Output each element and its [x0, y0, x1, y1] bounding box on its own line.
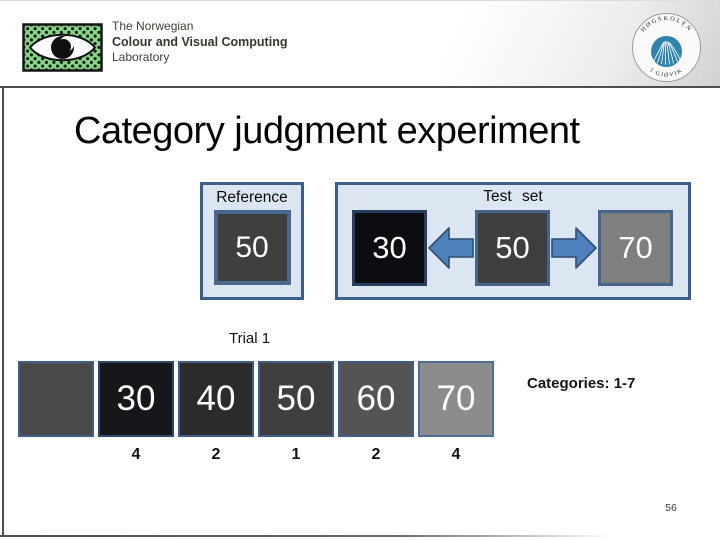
trial-patch-value: 60 — [356, 379, 396, 418]
test-set-panel: Test set 30 50 70 — [335, 182, 691, 300]
trial-patch: 30 — [98, 361, 174, 437]
test-patch: 70 — [598, 210, 673, 286]
trial-patch: 60 — [338, 361, 414, 437]
arrow-left-icon — [428, 227, 474, 269]
trial-patch — [18, 361, 94, 437]
trial-row: 30 40 50 60 70 — [18, 361, 494, 437]
test-patch: 30 — [352, 210, 427, 286]
seal-bottom-text: I GJØVIK — [649, 68, 683, 79]
ratings-row: 4 2 1 2 4 — [98, 446, 494, 464]
top-edge-line — [0, 0, 720, 1]
test-patch-value: 70 — [618, 230, 653, 265]
categories-note: Categories: 1-7 — [527, 375, 636, 392]
rating-value: 2 — [371, 446, 381, 463]
rating-value: 4 — [451, 446, 461, 463]
trial-patch-value: 70 — [436, 379, 476, 418]
eye-logo-icon — [22, 23, 103, 72]
reference-panel: Reference 50 — [200, 182, 304, 300]
trial-label: Trial 1 — [229, 330, 271, 347]
trial-patch: 70 — [418, 361, 494, 437]
university-seal-icon: HØGSKOLEN I GJØVIK — [632, 13, 701, 82]
lab-name-line1: The Norwegian — [112, 19, 194, 33]
test-patch-value: 50 — [495, 230, 530, 265]
reference-label: Reference — [216, 189, 288, 206]
svg-text:I GJØVIK: I GJØVIK — [649, 68, 684, 79]
lab-name-line3: Laboratory — [112, 50, 170, 64]
bottom-border-line — [0, 535, 720, 537]
test-patch-value: 30 — [372, 230, 407, 265]
trial-patch: 40 — [178, 361, 254, 437]
header-band — [0, 0, 720, 86]
test-set-label: Test set — [483, 188, 543, 205]
rating-value: 1 — [291, 446, 301, 463]
rating-value: 4 — [131, 446, 141, 463]
test-patch: 50 — [475, 210, 550, 286]
reference-patch-value: 50 — [235, 230, 269, 264]
lab-name: The Norwegian Colour and Visual Computin… — [112, 19, 287, 65]
page-number: 56 — [665, 502, 677, 514]
rating-value: 2 — [211, 446, 221, 463]
header-divider-line — [0, 86, 720, 88]
trial-patch-value: 40 — [196, 379, 236, 418]
left-border-line — [2, 86, 4, 537]
trial-patch: 50 — [258, 361, 334, 437]
page-title: Category judgment experiment — [74, 110, 580, 152]
reference-patch: 50 — [213, 210, 291, 285]
test-set-row: 30 50 70 — [338, 208, 688, 288]
trial-patch-value: 30 — [116, 379, 156, 418]
trial-patch-value: 50 — [276, 379, 316, 418]
arrow-right-icon — [551, 227, 597, 269]
lab-name-line2: Colour and Visual Computing — [112, 35, 288, 49]
